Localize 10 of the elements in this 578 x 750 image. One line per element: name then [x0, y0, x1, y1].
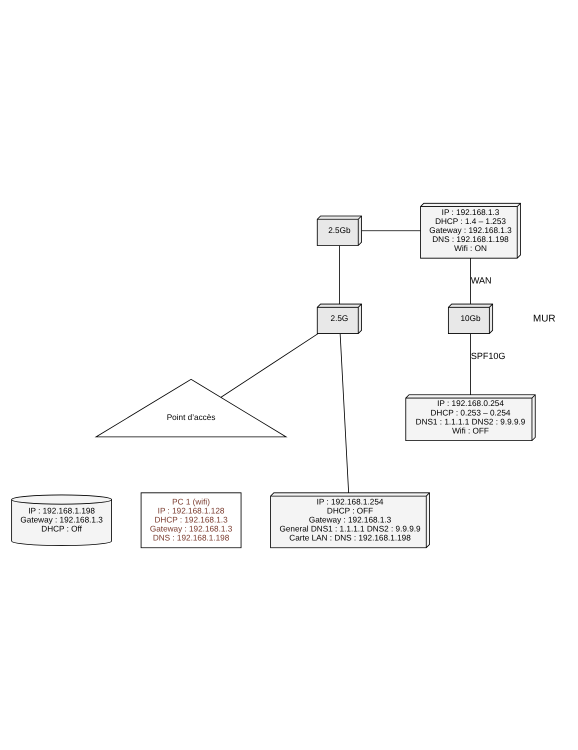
connector [361, 230, 421, 231]
node-box: PC 1 (wifi) IP : 192.168.1.128 DHCP : 192.168.1.3 Gateway : 192.168.1.3 DNS : 192.168.1.198 [140, 492, 242, 548]
connector [220, 332, 319, 398]
edge-label: SPF10G [470, 350, 506, 360]
label: MUR [533, 312, 556, 324]
connector [340, 332, 350, 493]
connector [470, 332, 471, 395]
connector [338, 244, 340, 304]
edge-label: WAN [470, 274, 492, 285]
connector [470, 257, 471, 304]
